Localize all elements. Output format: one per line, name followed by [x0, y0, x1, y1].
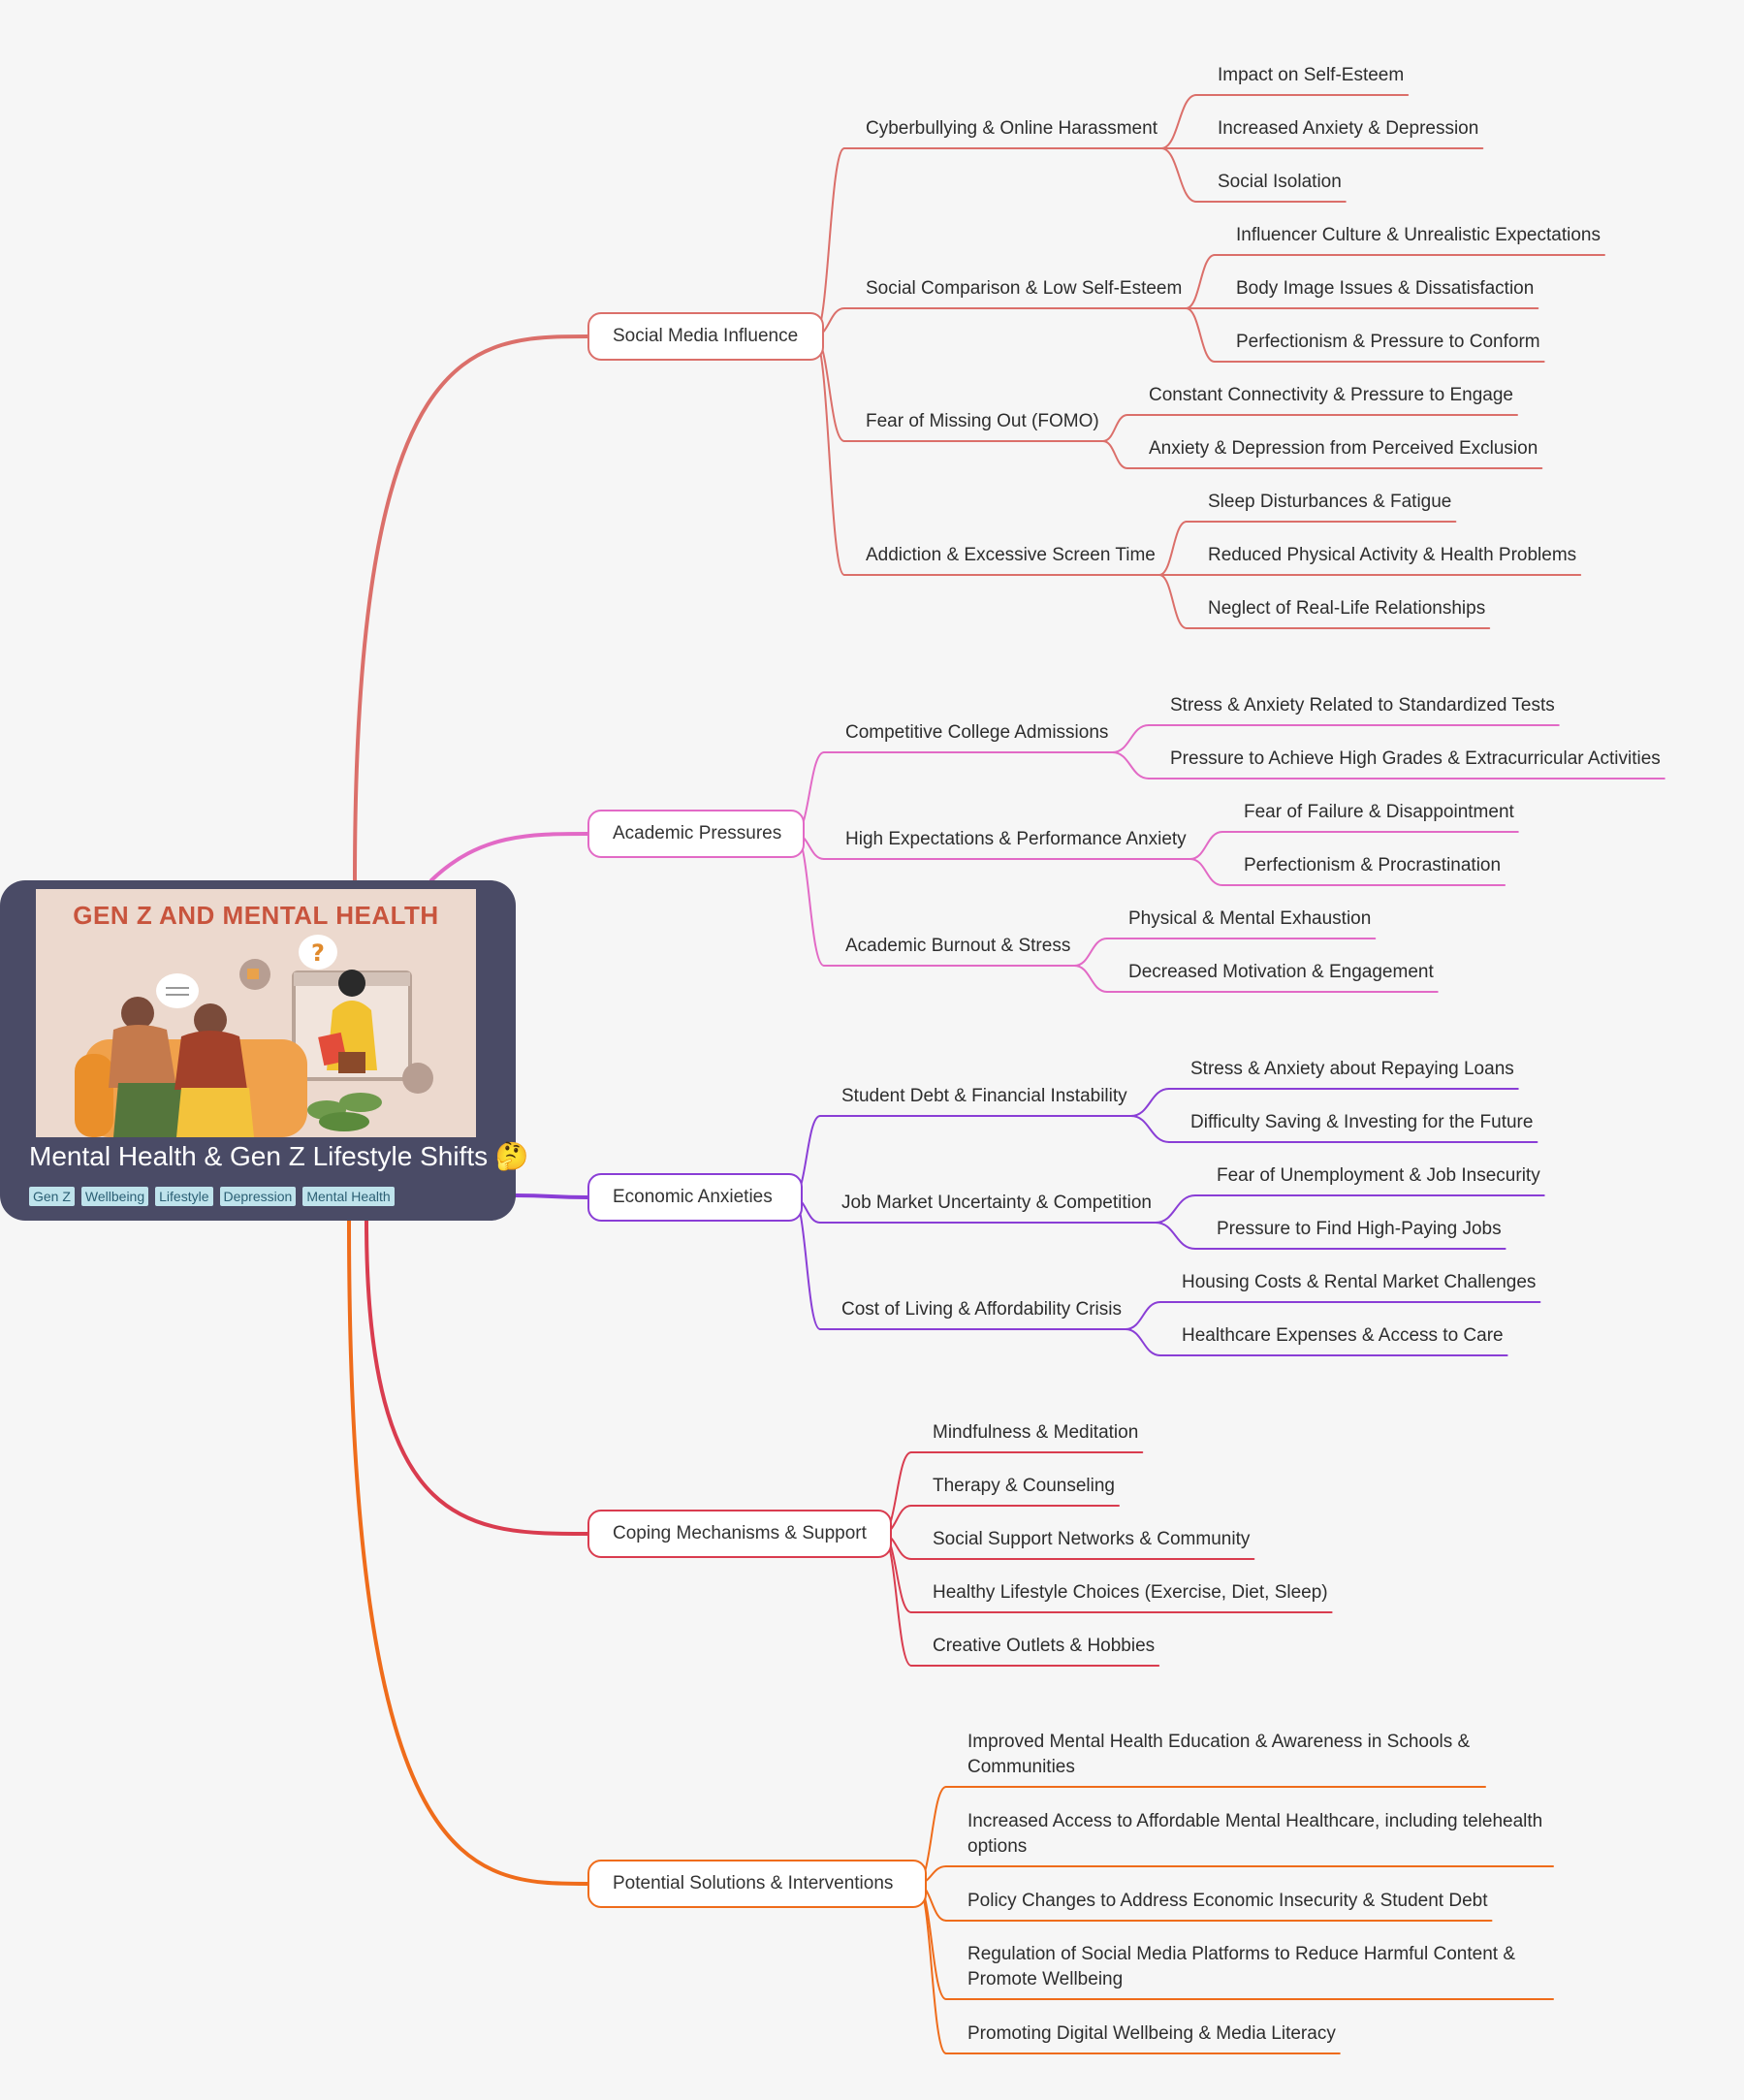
- connector-social-0: [813, 147, 845, 337]
- tag-gen-z[interactable]: Gen Z: [29, 1187, 75, 1206]
- topic-digital-wellbeing[interactable]: Promoting Digital Wellbeing & Media Lite…: [967, 2023, 1336, 2044]
- connector-social-2-0: [1101, 414, 1128, 442]
- subtopic-perceived-exclusion[interactable]: Anxiety & Depression from Perceived Excl…: [1149, 438, 1538, 459]
- connector-academic-0-1: [1111, 751, 1150, 780]
- branch-economic-anxieties[interactable]: Economic Anxieties: [587, 1173, 803, 1222]
- subtopic-constant-connectivity[interactable]: Constant Connectivity & Pressure to Enga…: [1149, 385, 1513, 405]
- connector-economic-1-0: [1154, 1194, 1196, 1224]
- subtopic-sleep-disturbances[interactable]: Sleep Disturbances & Fatigue: [1208, 492, 1452, 512]
- topic-social-support[interactable]: Social Support Networks & Community: [933, 1529, 1251, 1549]
- subtopic-exhaustion[interactable]: Physical & Mental Exhaustion: [1128, 908, 1372, 929]
- subtopic-increased-anxiety[interactable]: Increased Anxiety & Depression: [1218, 118, 1479, 139]
- branch-academic-pressures[interactable]: Academic Pressures: [587, 810, 805, 858]
- subtopic-procrastination[interactable]: Perfectionism & Procrastination: [1244, 855, 1502, 875]
- connector-economic-2-1: [1125, 1328, 1161, 1356]
- topic-job-market[interactable]: Job Market Uncertainty & Competition: [841, 1193, 1152, 1213]
- tag-depression[interactable]: Depression: [219, 1187, 297, 1206]
- subtopic-decreased-motivation[interactable]: Decreased Motivation & Engagement: [1128, 962, 1434, 982]
- topic-mental-health-education[interactable]: Improved Mental Health Education & Aware…: [967, 1732, 1471, 1777]
- connector-root-academic: [429, 832, 589, 882]
- tag-wellbeing[interactable]: Wellbeing: [80, 1187, 149, 1206]
- subtopic-impact-self-esteem[interactable]: Impact on Self-Esteem: [1218, 65, 1405, 85]
- connector-academic-1-0: [1189, 831, 1223, 860]
- connector-academic-0-0: [1111, 724, 1150, 753]
- subtopic-saving-investing[interactable]: Difficulty Saving & Investing for the Fu…: [1190, 1112, 1534, 1132]
- connector-social-2-1: [1101, 440, 1128, 469]
- connector-social-3: [813, 335, 845, 576]
- connector-root-economic: [514, 1193, 589, 1199]
- subtopic-social-isolation[interactable]: Social Isolation: [1218, 172, 1342, 192]
- subtopic-body-image[interactable]: Body Image Issues & Dissatisfaction: [1236, 278, 1535, 299]
- subtopic-high-paying-jobs[interactable]: Pressure to Find High-Paying Jobs: [1217, 1219, 1502, 1239]
- connector-root-coping: [365, 1219, 589, 1536]
- branch-social-media-influence[interactable]: Social Media Influence: [587, 312, 824, 361]
- root-title: Mental Health & Gen Z Lifestyle Shifts 🤔: [29, 1141, 529, 1171]
- topic-screen-time[interactable]: Addiction & Excessive Screen Time: [866, 545, 1156, 565]
- tag-mental-health[interactable]: Mental Health: [302, 1187, 395, 1206]
- topic-cyberbullying[interactable]: Cyberbullying & Online Harassment: [866, 118, 1157, 139]
- topic-high-expectations[interactable]: High Expectations & Performance Anxiety: [845, 829, 1187, 849]
- topic-affordable-healthcare[interactable]: Increased Access to Affordable Mental He…: [967, 1811, 1543, 1857]
- subtopic-reduced-activity[interactable]: Reduced Physical Activity & Health Probl…: [1208, 545, 1577, 565]
- topic-social-comparison[interactable]: Social Comparison & Low Self-Esteem: [866, 278, 1183, 299]
- subtopic-neglect-relationships[interactable]: Neglect of Real-Life Relationships: [1208, 598, 1486, 619]
- connector-economic-0-0: [1129, 1088, 1170, 1117]
- root-illustration: GEN Z AND MENTAL HEALTH ?: [36, 889, 476, 1137]
- topic-social-media-regulation[interactable]: Regulation of Social Media Platforms to …: [967, 1944, 1515, 1989]
- connector-academic-1-1: [1189, 858, 1223, 886]
- subtopic-standardized-tests[interactable]: Stress & Anxiety Related to Standardized…: [1170, 695, 1555, 716]
- topic-therapy[interactable]: Therapy & Counseling: [933, 1476, 1115, 1496]
- subtopic-perfectionism-conform[interactable]: Perfectionism & Pressure to Conform: [1236, 332, 1540, 352]
- connector-academic-2-1: [1073, 965, 1108, 993]
- topic-academic-burnout[interactable]: Academic Burnout & Stress: [845, 936, 1071, 956]
- connector-economic-2-0: [1125, 1301, 1161, 1330]
- connector-social-1-0: [1185, 254, 1216, 309]
- subtopic-unemployment[interactable]: Fear of Unemployment & Job Insecurity: [1217, 1165, 1540, 1186]
- connector-root-solutions: [347, 1219, 589, 1886]
- subtopic-healthcare-expenses[interactable]: Healthcare Expenses & Access to Care: [1182, 1325, 1504, 1346]
- subtopic-high-grades[interactable]: Pressure to Achieve High Grades & Extrac…: [1170, 748, 1661, 769]
- branch-potential-solutions[interactable]: Potential Solutions & Interventions: [587, 1860, 927, 1908]
- connector-solutions-4: [916, 1883, 947, 2054]
- topic-policy-changes[interactable]: Policy Changes to Address Economic Insec…: [967, 1891, 1488, 1911]
- connector-economic-0-1: [1129, 1115, 1170, 1143]
- connector-social-0-0: [1159, 94, 1197, 149]
- connector-social-1-2: [1185, 307, 1216, 363]
- tag-list: Gen Z Wellbeing Lifestyle Depression Men…: [29, 1187, 395, 1206]
- root-node[interactable]: GEN Z AND MENTAL HEALTH ?: [0, 880, 529, 1221]
- topic-student-debt[interactable]: Student Debt & Financial Instability: [841, 1086, 1127, 1106]
- topic-cost-of-living[interactable]: Cost of Living & Affordability Crisis: [841, 1299, 1122, 1320]
- tag-lifestyle[interactable]: Lifestyle: [155, 1187, 213, 1206]
- branch-coping-mechanisms[interactable]: Coping Mechanisms & Support: [587, 1510, 892, 1558]
- topic-healthy-lifestyle[interactable]: Healthy Lifestyle Choices (Exercise, Die…: [933, 1582, 1328, 1603]
- illustration-scene-icon: ?: [75, 935, 433, 1137]
- connector-academic-2-0: [1073, 938, 1108, 967]
- connector-social-0-2: [1159, 147, 1197, 203]
- subtopic-housing-costs[interactable]: Housing Costs & Rental Market Challenges: [1182, 1272, 1537, 1292]
- subtopic-fear-of-failure[interactable]: Fear of Failure & Disappointment: [1244, 802, 1514, 822]
- connector-social-3-0: [1157, 521, 1188, 576]
- topic-fomo[interactable]: Fear of Missing Out (FOMO): [866, 411, 1099, 431]
- svg-text:?: ?: [311, 939, 325, 967]
- connector-economic-1-1: [1154, 1222, 1196, 1250]
- connector-root-social: [353, 334, 589, 882]
- topic-mindfulness[interactable]: Mindfulness & Meditation: [933, 1422, 1139, 1443]
- connector-social-3-2: [1157, 574, 1188, 629]
- illustration-title: GEN Z AND MENTAL HEALTH: [73, 901, 439, 930]
- subtopic-repaying-loans[interactable]: Stress & Anxiety about Repaying Loans: [1190, 1059, 1514, 1079]
- topic-college-admissions[interactable]: Competitive College Admissions: [845, 722, 1109, 743]
- topic-creative-outlets[interactable]: Creative Outlets & Hobbies: [933, 1636, 1156, 1656]
- subtopic-influencer-culture[interactable]: Influencer Culture & Unrealistic Expecta…: [1236, 225, 1601, 245]
